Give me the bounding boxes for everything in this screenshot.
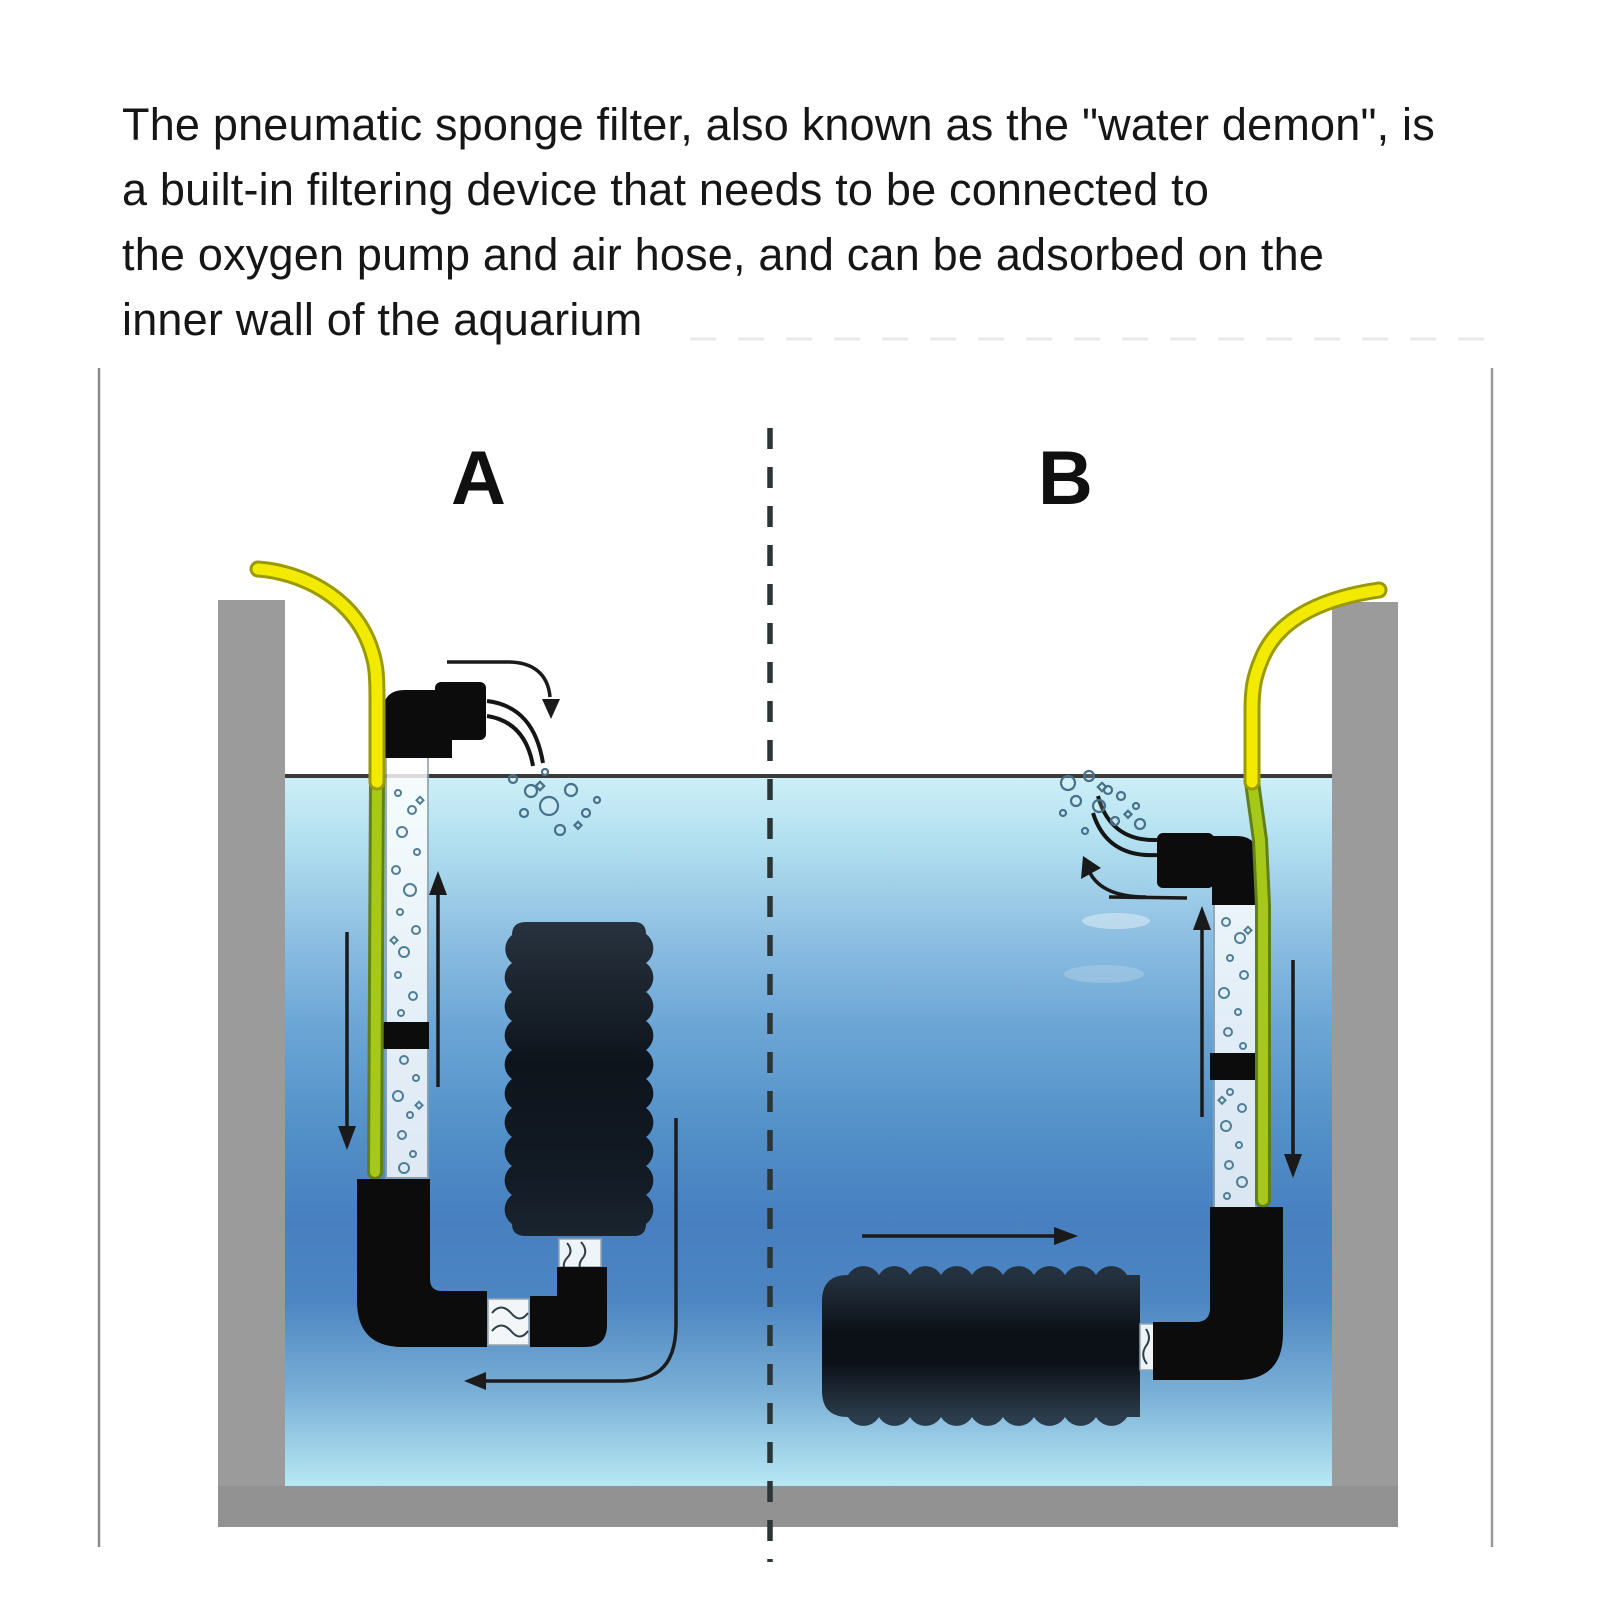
light-smudge-b-2: [1064, 965, 1144, 983]
intake-elbow-b: [1153, 1207, 1283, 1380]
bubbles-inside-tube-a: [389, 789, 425, 1174]
flow-jet-lines-b: [1091, 795, 1158, 858]
air-hose-b: [1243, 581, 1388, 1208]
description-text: The pneumatic sponge filter, also known …: [122, 92, 1435, 352]
description-line-4: inner wall of the aquarium: [122, 294, 643, 345]
tube-connector-band-a: [381, 1022, 429, 1049]
tank-right-wall: [1332, 602, 1398, 1527]
outlet-elbow-a: [383, 682, 486, 758]
tank-left-wall: [218, 600, 285, 1527]
description-line-3: the oxygen pump and air hose, and can be…: [122, 229, 1325, 280]
panel-a-label: A: [451, 436, 506, 521]
description-line-1: The pneumatic sponge filter, also known …: [122, 99, 1435, 150]
flow-arrow-b-up: [1193, 906, 1211, 1117]
air-hose-a: [249, 560, 386, 1180]
flow-arrow-a-surface-curved: [447, 660, 560, 719]
intake-elbow-a: [357, 1179, 487, 1347]
sponge-filter-a: [504, 922, 654, 1236]
panel-b-label: B: [1038, 436, 1093, 521]
sponge-nub-b: [1139, 1323, 1155, 1371]
panel-b-diagram: [822, 581, 1388, 1426]
sponge-nub-a: [558, 1238, 602, 1278]
flow-arrow-b-horizontal: [862, 1227, 1078, 1245]
flow-arrow-a-down: [338, 932, 356, 1150]
panel-a-diagram: [249, 560, 678, 1390]
tank-floor: [218, 1486, 1398, 1527]
flow-arrow-b-down: [1284, 960, 1302, 1178]
flow-arrow-a-up: [429, 871, 447, 1087]
sponge-filter-b: [822, 1266, 1140, 1426]
description-line-2: a built-in filtering device that needs t…: [122, 164, 1210, 215]
coupling-a: [487, 1298, 530, 1346]
flow-arrow-b-curved: [1081, 856, 1188, 900]
sponge-outlet-elbow-a: [530, 1267, 607, 1347]
flow-jet-lines-a: [486, 699, 545, 767]
bubble-cluster-b-surface: [1058, 769, 1147, 836]
flow-arrow-a-bottom-curved: [464, 1118, 678, 1390]
light-smudge-b-1: [1082, 913, 1150, 929]
bubble-cluster-a-surface: [507, 767, 602, 837]
outlet-elbow-b: [1157, 833, 1258, 905]
tube-connector-band-b: [1210, 1053, 1258, 1080]
bubbles-inside-tube-b: [1217, 917, 1253, 1200]
